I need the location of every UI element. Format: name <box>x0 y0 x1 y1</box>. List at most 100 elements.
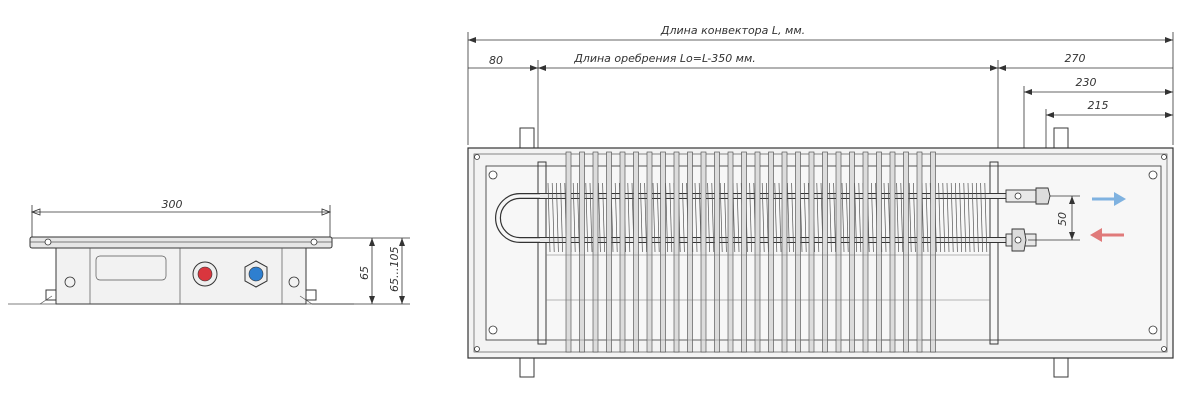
fin-line <box>942 182 946 253</box>
fin-line <box>845 182 849 253</box>
screw-icon <box>44 238 52 246</box>
fin-strip <box>673 151 680 353</box>
fin-line <box>913 182 916 253</box>
fin-strip <box>876 151 882 353</box>
fin-strip <box>714 151 720 353</box>
fin-line <box>736 182 740 253</box>
offset-215-dimension: 215 <box>1045 99 1173 182</box>
fin-line <box>719 182 723 253</box>
mounting-bracket <box>519 356 535 378</box>
fin-strip <box>619 151 626 353</box>
fin-line <box>766 182 769 253</box>
fin-line <box>883 182 887 253</box>
pipe-connectors <box>1005 187 1051 252</box>
corner-screws <box>474 154 1167 352</box>
fin-length-dimension: 80 Длина оребрения Lo=L-350 мм. 270 <box>468 52 1173 185</box>
fin-line <box>556 182 559 253</box>
fin-line <box>829 182 832 253</box>
fin-line <box>577 182 580 253</box>
fin-strip <box>795 151 801 353</box>
fin-line <box>560 182 563 253</box>
fin-line <box>640 182 643 253</box>
fin-strip <box>916 151 923 353</box>
convector-length-label: Длина конвектора L, мм. <box>660 24 805 37</box>
fin-strip <box>741 151 747 353</box>
fin-line <box>598 182 601 253</box>
fin-line <box>976 182 979 253</box>
fin-strip <box>660 151 666 353</box>
arrow-left-icon <box>1090 228 1124 242</box>
fin-line <box>984 182 988 253</box>
arrow-right-icon <box>1092 192 1126 206</box>
fin-line <box>967 182 971 253</box>
fin-line <box>644 182 647 253</box>
fin-line <box>652 182 656 253</box>
fin-strip <box>768 151 774 353</box>
fin-strip <box>606 151 612 353</box>
fin-strip <box>754 151 761 353</box>
right-offset-215-label: 215 <box>1088 99 1109 112</box>
screw-icon <box>310 238 318 246</box>
fin-strip <box>592 151 599 353</box>
fin-line <box>955 182 958 253</box>
fin-strip <box>565 151 572 353</box>
fin-strip <box>835 151 842 353</box>
fin-strip <box>781 151 788 353</box>
fin-line <box>614 182 618 253</box>
grille-bar <box>29 236 333 249</box>
side-height-range-label: 65...105 <box>388 247 401 292</box>
fin-line <box>925 182 929 253</box>
fin-strip <box>700 151 707 353</box>
fin-line <box>778 182 782 253</box>
fin-line <box>656 182 660 253</box>
fin-length-label: Длина оребрения Lo=L-350 мм. <box>573 52 756 65</box>
fin-line <box>854 182 857 253</box>
fin-line <box>791 182 794 253</box>
fin-strip <box>646 151 653 353</box>
fin-line <box>841 182 845 253</box>
fin-line <box>602 182 605 253</box>
fin-strip <box>862 151 869 353</box>
fin-line <box>707 182 710 253</box>
side-width-label: 300 <box>162 198 183 211</box>
fin-line <box>627 182 631 253</box>
fin-line <box>711 182 715 253</box>
fin-line <box>833 182 836 253</box>
side-body <box>55 247 307 305</box>
fin-line <box>963 182 967 253</box>
fin-line <box>950 182 954 253</box>
pipe-spacing-dimension: 50 <box>1028 195 1080 241</box>
fin-line <box>589 182 593 253</box>
fin-line <box>749 182 752 253</box>
fin-line <box>900 182 904 253</box>
fin-line <box>908 182 912 253</box>
fin-line <box>694 182 698 253</box>
fin-line <box>572 182 576 253</box>
fin-strip <box>579 151 585 353</box>
fin-line <box>803 182 807 253</box>
fin-line <box>816 182 820 253</box>
fin-line <box>669 182 673 253</box>
fin-line <box>896 182 899 253</box>
fin-line <box>682 182 685 253</box>
side-view: 300 <box>8 198 410 305</box>
fin-strip <box>808 151 815 353</box>
fin-line <box>724 182 727 253</box>
exchanger-end-plate-right <box>989 161 999 345</box>
convector-length-dimension: Длина конвектора L, мм. <box>467 24 1174 145</box>
fin-line <box>585 182 589 253</box>
fin-strip <box>633 151 639 353</box>
fin-line <box>787 182 790 253</box>
fin-strip <box>849 151 855 353</box>
fin-line <box>959 182 962 253</box>
side-height-min-label: 65 <box>358 266 371 280</box>
top-view: Длина конвектора L, мм. 80 Длина оребрен… <box>467 24 1174 378</box>
fin-line <box>665 182 668 253</box>
fin-strip <box>727 151 734 353</box>
left-offset-label: 80 <box>489 54 503 67</box>
fin-line <box>980 182 983 253</box>
mounting-bracket <box>1053 356 1069 378</box>
fin-line <box>547 182 551 253</box>
fin-line <box>946 182 950 253</box>
